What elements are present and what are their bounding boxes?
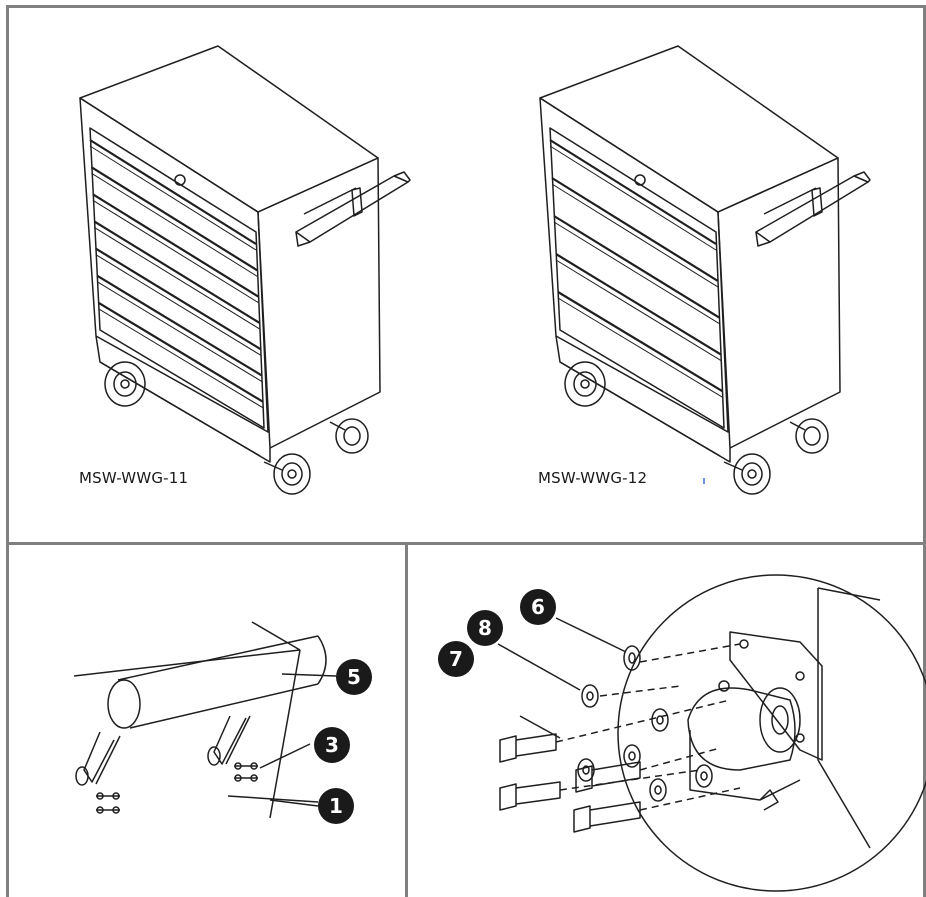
drawer-handle: [555, 253, 722, 356]
caster-wheels: [104, 361, 369, 495]
drawer-edge: [89, 145, 257, 251]
drawer-edge: [553, 221, 720, 325]
svg-text:3: 3: [325, 733, 339, 757]
handle-assembly-panel: [6, 542, 408, 897]
callout-7: 7: [438, 641, 474, 677]
drawer-edge: [98, 308, 264, 409]
drawer-handle: [551, 177, 719, 282]
drawer-edge: [92, 199, 259, 303]
drawer-handle: [553, 215, 720, 319]
svg-text:6: 6: [531, 595, 545, 619]
drawer-handle: [549, 139, 717, 245]
cabinet-models-panel: [6, 5, 926, 542]
drawer-edge: [95, 254, 261, 356]
callout-5: 5: [336, 659, 372, 695]
caster-assembly-panel: [405, 542, 926, 897]
cabinet-drawing-5-drawer: [539, 45, 871, 495]
svg-text:5: 5: [347, 665, 361, 689]
drawer-handle: [98, 301, 264, 403]
drawer-handle: [557, 291, 723, 393]
drawer-rows: [89, 139, 264, 409]
model-label-msw-wwg-11: MSW-WWG-11: [79, 469, 189, 487]
svg-text:7: 7: [449, 647, 463, 671]
cabinet-drawing-7-drawer: [79, 45, 411, 495]
callout-6: 6: [520, 589, 556, 625]
drawer-handle: [90, 166, 258, 272]
callout-badges: 5 3 1 6 8 7: [314, 589, 556, 824]
model-label-msw-wwg-12: MSW-WWG-12: [538, 469, 648, 487]
caster-assembly-drawing: [497, 574, 926, 892]
drawer-edge: [94, 227, 260, 330]
caster-wheels: [564, 361, 829, 495]
drawer-edge: [549, 145, 717, 251]
svg-text:8: 8: [478, 616, 492, 640]
drawer-handle: [89, 139, 257, 245]
handle-assembly-drawing: [73, 621, 337, 819]
callout-3: 3: [314, 727, 350, 763]
drawer-handle: [93, 220, 261, 324]
drawer-handle: [92, 193, 259, 298]
callout-8: 8: [467, 610, 503, 646]
drawer-rows: [549, 139, 723, 398]
drawer-edge: [551, 183, 718, 288]
callout-1: 1: [318, 788, 354, 824]
screw-set: [96, 762, 258, 814]
drawer-edge: [557, 297, 723, 398]
drawer-handle: [95, 247, 262, 351]
svg-text:1: 1: [329, 794, 343, 818]
drawer-edge: [91, 172, 258, 277]
drawer-edge: [96, 281, 262, 382]
drawer-handle: [96, 274, 263, 377]
drawer-edge: [555, 259, 722, 361]
